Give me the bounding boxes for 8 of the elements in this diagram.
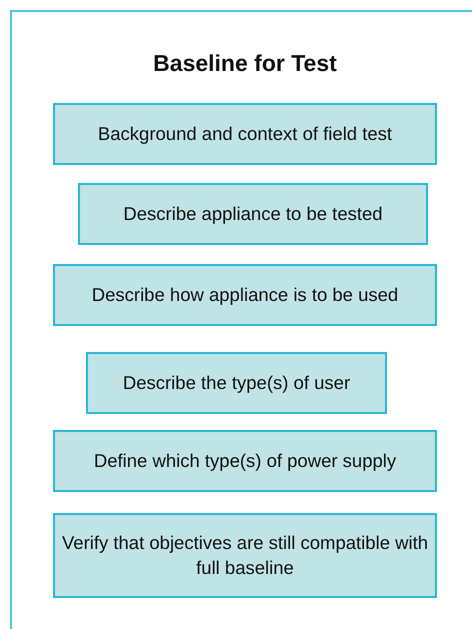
step-box: Describe how appliance is to be used [53,264,437,326]
frame-panel [10,10,472,629]
title: Baseline for Test [152,50,338,77]
step-box: Describe appliance to be tested [78,183,428,245]
step-box: Define which type(s) of power supply [53,430,437,492]
step-box: Background and context of field test [53,103,437,165]
step-box: Describe the type(s) of user [86,352,387,414]
step-box: Verify that objectives are still compatible with full baseline [53,513,437,598]
